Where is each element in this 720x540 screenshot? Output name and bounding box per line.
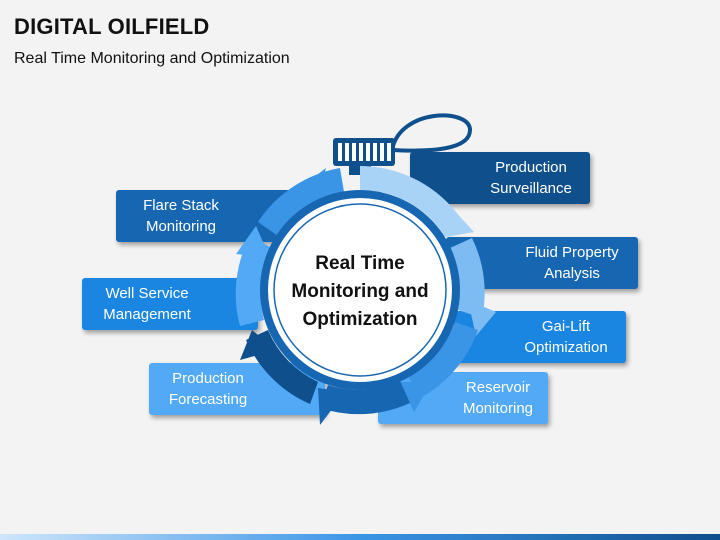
item-label: Fluid Property Analysis xyxy=(525,244,619,282)
watch-face xyxy=(268,198,452,382)
ring-arrowhead xyxy=(468,300,496,336)
item-label: Gai-Lift Optimization xyxy=(524,318,608,356)
item-flare-stack-monitoring: Flare Stack Monitoring xyxy=(116,190,292,242)
ring-arrowhead xyxy=(300,168,326,198)
watch-face-ring xyxy=(273,203,447,377)
page-subtitle: Real Time Monitoring and Optimization xyxy=(14,50,290,67)
item-production-surveillance: Production Surveillance xyxy=(410,152,590,204)
page-title: DIGITAL OILFIELD xyxy=(14,14,210,39)
ring-arrowhead xyxy=(318,388,345,425)
ring-arrowhead xyxy=(240,330,276,360)
circular-arrows-icon xyxy=(235,166,496,425)
item-well-service-management: Well Service Management xyxy=(82,278,258,330)
center-label: Real Time Monitoring and Optimization xyxy=(291,253,429,330)
ring-segment xyxy=(320,381,410,415)
ring-arrowhead xyxy=(236,226,270,258)
item-label: Well Service Management xyxy=(103,285,191,323)
item-label: Production Forecasting xyxy=(168,370,248,408)
crown-knob xyxy=(333,138,395,166)
item-label: Production Surveillance xyxy=(490,159,572,197)
ring-segment xyxy=(235,236,272,326)
ring-arrowhead xyxy=(400,382,432,412)
ring-segment xyxy=(408,322,478,398)
item-label: Flare Stack Monitoring xyxy=(143,197,219,235)
ring-segment xyxy=(258,168,344,236)
lanyard-loop xyxy=(389,113,473,153)
item-gai-lift-optimization: Gai-Lift Optimization xyxy=(454,311,626,363)
item-label: Reservoir Monitoring xyxy=(462,379,534,417)
ring-arrowhead xyxy=(440,208,474,238)
ring-segment xyxy=(360,166,462,232)
ring-segment xyxy=(450,238,485,318)
bottom-accent-bar xyxy=(0,534,720,540)
